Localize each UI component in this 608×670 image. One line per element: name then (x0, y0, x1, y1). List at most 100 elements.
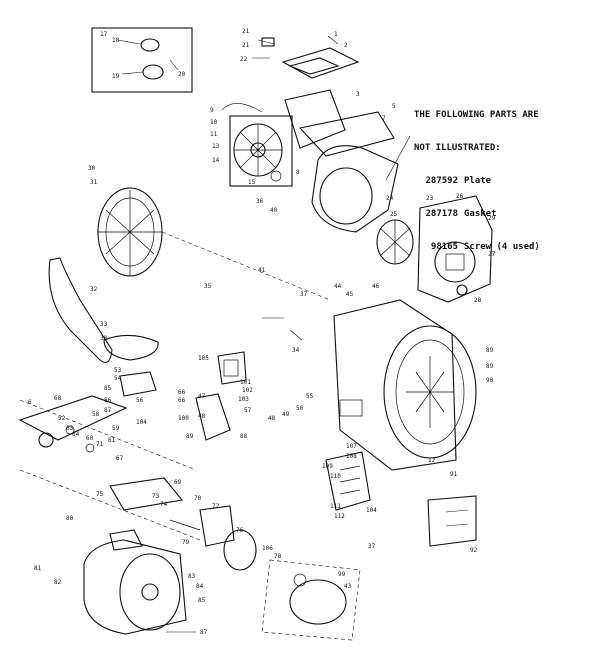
svg-text:89: 89 (486, 363, 494, 370)
svg-text:57: 57 (244, 407, 252, 414)
svg-text:104: 104 (366, 507, 377, 514)
svg-text:104: 104 (136, 419, 147, 426)
svg-text:53: 53 (114, 367, 122, 374)
svg-text:26: 26 (456, 193, 464, 200)
svg-text:91: 91 (450, 471, 458, 478)
note-item: 287178 Gasket (414, 209, 604, 220)
note-heading-2: NOT ILLUSTRATED: (414, 143, 501, 153)
motor-bracket (252, 35, 360, 149)
svg-text:80: 80 (66, 515, 74, 522)
svg-text:75: 75 (96, 491, 104, 498)
svg-text:76: 76 (236, 527, 244, 534)
svg-text:85: 85 (104, 385, 112, 392)
svg-text:90: 90 (486, 377, 494, 384)
svg-text:100: 100 (178, 415, 189, 422)
svg-text:72: 72 (212, 503, 220, 510)
svg-text:49: 49 (282, 411, 290, 418)
svg-text:81: 81 (34, 565, 42, 572)
note-item-desc: Plate (464, 176, 492, 186)
svg-text:36: 36 (256, 198, 264, 205)
svg-text:15: 15 (248, 179, 256, 186)
svg-text:84: 84 (196, 583, 204, 590)
svg-text:37: 37 (300, 291, 308, 298)
svg-text:17: 17 (100, 31, 108, 38)
svg-text:18: 18 (112, 37, 120, 44)
note-heading-1: THE FOLLOWING PARTS ARE (414, 110, 539, 120)
svg-text:1: 1 (334, 31, 338, 38)
control-assembly (119, 317, 303, 441)
svg-text:33: 33 (100, 321, 108, 328)
svg-text:46: 46 (372, 283, 380, 290)
note-item-desc: Gasket (464, 209, 497, 219)
fan-wheel (97, 187, 331, 301)
svg-text:67: 67 (116, 455, 124, 462)
svg-text:45: 45 (346, 291, 354, 298)
pump-assembly (109, 477, 361, 641)
svg-text:41: 41 (258, 267, 266, 274)
svg-text:79: 79 (182, 539, 190, 546)
svg-text:68: 68 (54, 395, 62, 402)
not-illustrated-note: THE FOLLOWING PARTS ARE NOT ILLUSTRATED:… (414, 88, 604, 264)
svg-text:9: 9 (210, 107, 214, 114)
svg-text:64: 64 (72, 431, 80, 438)
svg-text:83: 83 (188, 573, 196, 580)
svg-text:48: 48 (198, 413, 206, 420)
note-item: 98165 Screw (4 used) (414, 242, 604, 253)
svg-text:12: 12 (428, 457, 436, 464)
svg-text:24: 24 (386, 195, 394, 202)
svg-text:61: 61 (108, 437, 116, 444)
svg-text:63: 63 (66, 425, 74, 432)
svg-text:69: 69 (174, 479, 182, 486)
svg-text:52: 52 (58, 415, 66, 422)
svg-text:28: 28 (474, 297, 482, 304)
svg-text:108: 108 (346, 453, 357, 460)
note-item-part: 98165 (430, 242, 458, 252)
svg-text:35: 35 (204, 283, 212, 290)
svg-text:29: 29 (488, 215, 496, 222)
svg-text:27: 27 (488, 251, 496, 258)
svg-text:50: 50 (296, 405, 304, 412)
svg-text:88: 88 (240, 433, 248, 440)
svg-text:101: 101 (240, 379, 251, 386)
motor (83, 529, 196, 635)
svg-text:110: 110 (330, 473, 341, 480)
svg-text:111: 111 (330, 503, 341, 510)
svg-text:112: 112 (334, 513, 345, 520)
svg-text:21: 21 (242, 28, 250, 35)
svg-text:6: 6 (28, 399, 32, 406)
svg-text:38: 38 (100, 335, 108, 342)
svg-text:103: 103 (238, 396, 249, 403)
svg-text:44: 44 (334, 283, 342, 290)
svg-text:32: 32 (90, 286, 98, 293)
svg-text:8: 8 (296, 169, 300, 176)
svg-text:40: 40 (270, 207, 278, 214)
note-item-part: 287178 (425, 209, 458, 219)
svg-text:34: 34 (292, 347, 300, 354)
note-item-desc: Screw (4 used) (464, 242, 540, 252)
svg-text:55: 55 (306, 393, 314, 400)
svg-text:11: 11 (210, 131, 218, 138)
svg-text:82: 82 (54, 579, 62, 586)
impeller-plate (221, 103, 293, 187)
svg-text:14: 14 (212, 157, 220, 164)
svg-text:22: 22 (240, 56, 248, 63)
blower-housing (298, 111, 411, 233)
svg-text:109: 109 (322, 463, 333, 470)
svg-text:66: 66 (178, 389, 186, 396)
svg-text:48: 48 (268, 415, 276, 422)
svg-text:58: 58 (92, 411, 100, 418)
svg-text:5: 5 (392, 103, 396, 110)
svg-text:10: 10 (210, 119, 218, 126)
svg-text:89: 89 (186, 433, 194, 440)
svg-text:25: 25 (390, 211, 398, 218)
svg-text:87: 87 (200, 629, 208, 636)
svg-text:7: 7 (382, 115, 386, 122)
terminal-block (325, 451, 477, 547)
svg-text:70: 70 (194, 495, 202, 502)
svg-text:21: 21 (242, 42, 250, 49)
svg-text:23: 23 (426, 195, 434, 202)
